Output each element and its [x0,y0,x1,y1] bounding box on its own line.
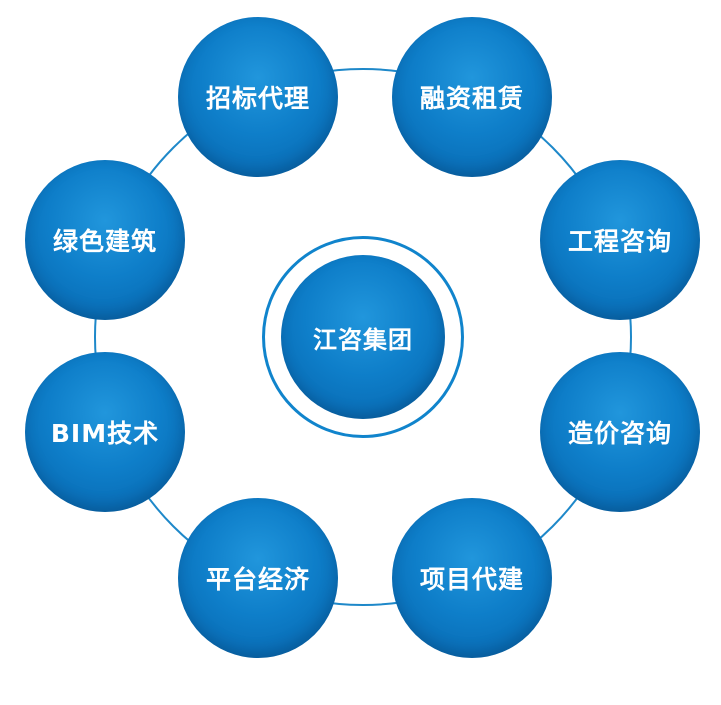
node-label: 平台经济 [205,565,310,594]
node-project-construction: 项目代建 [392,498,552,658]
center-hub-label: 江咨集团 [313,325,413,354]
center-hub-ring: 江咨集团 [262,236,464,438]
node-label: 绿色建筑 [52,227,157,256]
node-label: 招标代理 [205,84,310,113]
node-green-building: 绿色建筑 [25,160,185,320]
node-cost-consulting: 造价咨询 [540,352,700,512]
node-financial-leasing: 融资租赁 [392,17,552,177]
node-label: 项目代建 [419,565,524,594]
node-label: 工程咨询 [567,227,672,256]
node-bidding-agency: 招标代理 [178,17,338,177]
center-hub: 江咨集团 [281,255,445,419]
node-label: 造价咨询 [567,419,672,448]
connector-ring [94,68,632,606]
node-bim-technology: BIM技术 [25,352,185,512]
node-engineering-consulting: 工程咨询 [540,160,700,320]
node-label: 融资租赁 [419,84,524,113]
node-label: BIM技术 [50,419,160,448]
node-platform-economy: 平台经济 [178,498,338,658]
